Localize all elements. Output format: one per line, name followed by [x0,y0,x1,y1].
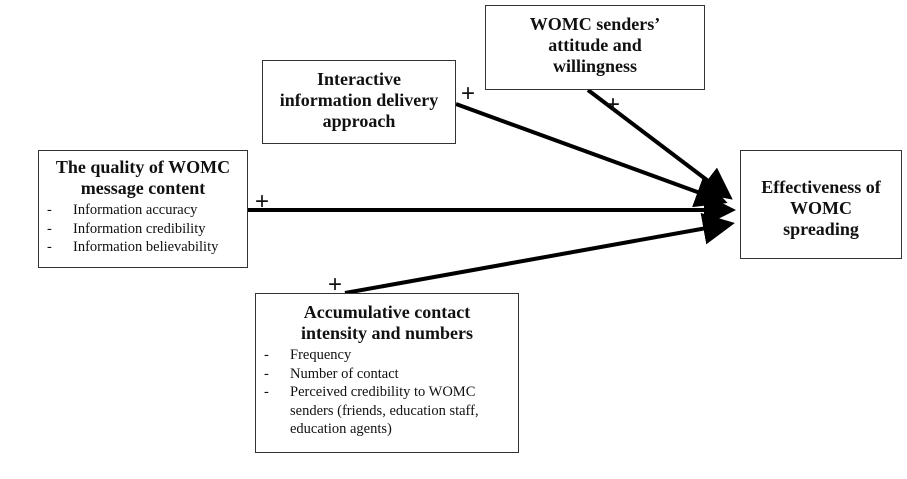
edge-sign-message-quality: + [255,188,270,215]
edge-sign-contact-intensity: + [328,271,343,298]
node-contact-intensity: Accumulative contact intensity and numbe… [255,293,519,453]
node-title: Interactive information delivery approac… [263,69,455,133]
node-title: Accumulative contact intensity and numbe… [256,302,518,344]
list-item: Information accuracy [39,201,247,220]
node-item-list: Frequency Number of contact Perceived cr… [256,346,518,438]
title-line: Accumulative contact [303,302,471,322]
node-message-quality: The quality of WOMC message content Info… [38,150,248,268]
title-line: information delivery [279,90,439,111]
title-line: willingness [552,56,638,77]
list-item: Information credibility [39,220,247,239]
edge-sign-interactive-delivery: + [461,80,476,107]
list-item: Information believability [39,238,247,257]
edge-sign-senders-attitude: + [606,91,621,118]
node-title: WOMC senders’ attitude and willingness [486,14,704,78]
title-line: spreading [783,219,859,240]
edge-contact-intensity-to-effectiveness [344,212,735,295]
node-title: Effectiveness of WOMC spreading [741,177,901,241]
node-interactive-delivery: Interactive information delivery approac… [262,60,456,144]
title-line: intensity and numbers [300,323,474,344]
title-line: WOMC [790,198,852,219]
node-effectiveness: Effectiveness of WOMC spreading [740,150,902,259]
title-line: Interactive [317,69,401,89]
title-line: attitude and [548,35,642,56]
title-line: message content [80,178,206,199]
node-senders-attitude: WOMC senders’ attitude and willingness [485,5,705,90]
title-line: Effectiveness of [761,177,881,197]
node-item-list: Information accuracy Information credibi… [39,201,247,257]
list-item: Number of contact [256,365,510,384]
title-line: approach [322,111,396,132]
edge-interactive-delivery-to-effectiveness [455,102,728,208]
list-item: Perceived credibility to WOMC senders (f… [256,383,510,438]
title-line: The quality of WOMC [55,157,231,177]
title-line: WOMC senders’ [529,14,661,34]
list-item: Frequency [256,346,510,365]
node-title: The quality of WOMC message content [39,157,247,199]
